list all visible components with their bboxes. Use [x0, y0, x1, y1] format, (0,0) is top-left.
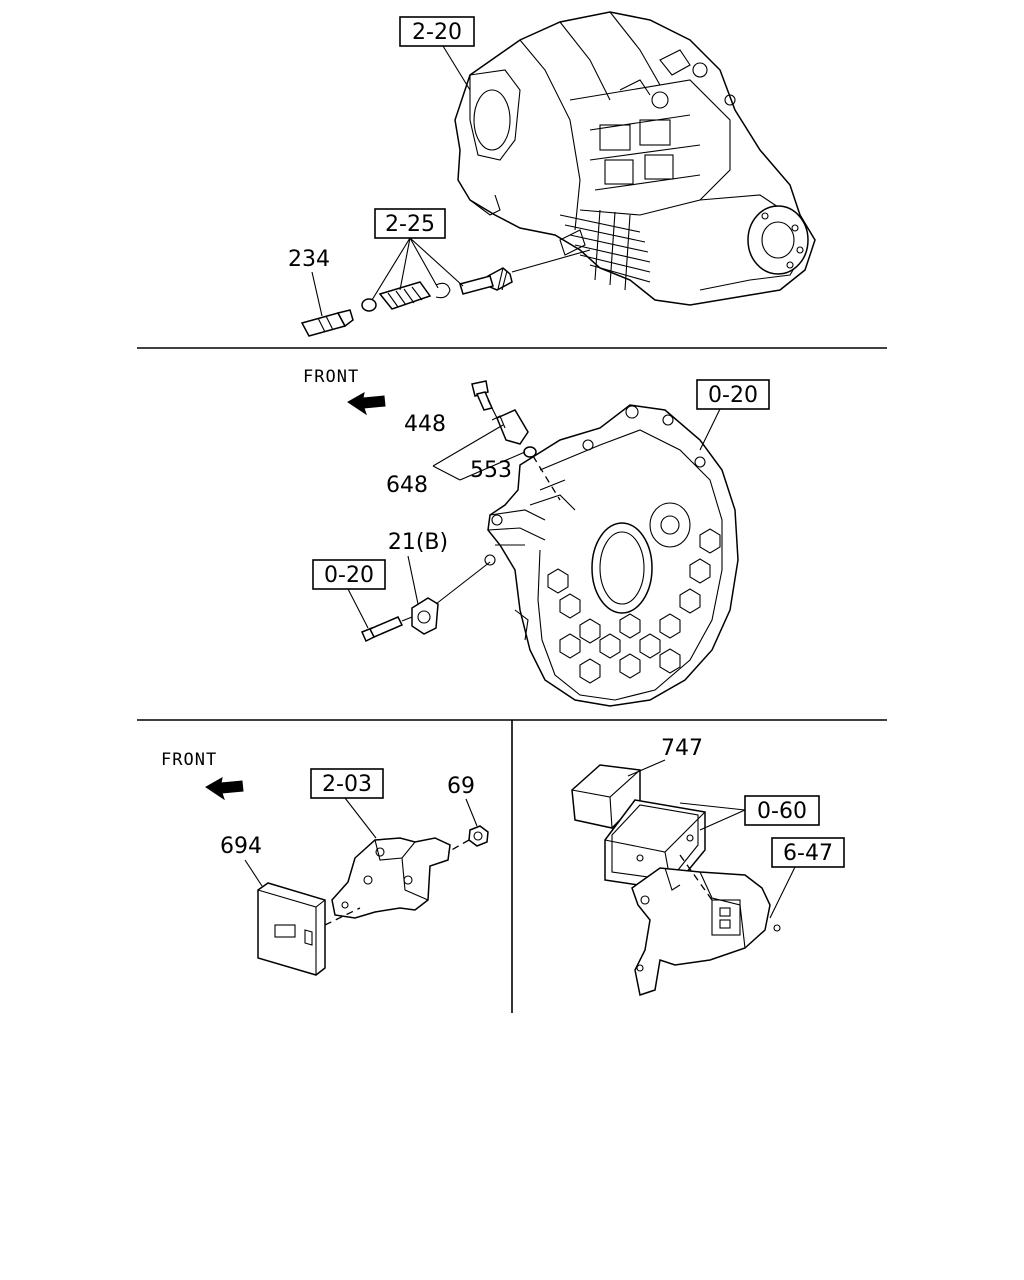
leader-69 — [465, 798, 478, 827]
leader-234 — [311, 271, 323, 317]
part-234-label[interactable]: 234 — [288, 247, 330, 272]
flywheel-housing-drawing — [484, 404, 739, 707]
part-747-label[interactable]: 747 — [661, 736, 703, 761]
ref-bracket-6-47-text: 6-47 — [783, 841, 833, 866]
nut-69-drawing — [468, 825, 489, 847]
ref-flywheel-housing-text: 0-20 — [708, 383, 758, 408]
label-0-20-bolt[interactable]: 0-20 — [312, 559, 386, 590]
label-6-47[interactable]: 6-47 — [771, 837, 845, 868]
leader-747 — [627, 759, 666, 777]
bracket-21b-drawing — [360, 561, 491, 643]
leader-6-47 — [769, 866, 796, 919]
speed-sensor-assembly — [300, 249, 591, 337]
leader-2-20 — [442, 45, 471, 91]
front-indicator-bottom: FRONT — [161, 750, 244, 801]
leaders-2-25 — [371, 237, 464, 301]
ref-speed-sensor-kit-text: 2-25 — [385, 212, 435, 237]
part-648-label[interactable]: 648 — [386, 473, 428, 498]
ref-bracket-text: 2-03 — [322, 772, 372, 797]
control-unit-694-drawing — [257, 882, 361, 976]
leaders-648 — [432, 424, 526, 481]
front-arrow-icon — [347, 392, 386, 416]
part-694-label[interactable]: 694 — [220, 834, 262, 859]
crank-sensor-assembly — [471, 380, 561, 501]
label-2-03[interactable]: 2-03 — [310, 768, 384, 799]
front-indicator-middle: FRONT — [303, 367, 386, 416]
leader-2-03 — [344, 797, 377, 839]
control-module-0-60-drawing — [604, 799, 706, 891]
label-2-25[interactable]: 2-25 — [374, 208, 446, 239]
bracket-6-47-drawing — [631, 854, 781, 996]
front-label-bottom: FRONT — [161, 750, 217, 770]
leader-0-20-housing — [699, 408, 721, 451]
part-69-label[interactable]: 69 — [447, 774, 475, 799]
leaders-0-60 — [679, 802, 746, 831]
leader-0-20-bolt — [347, 588, 369, 629]
cover-747-drawing — [571, 764, 641, 829]
transmission-drawing — [454, 11, 816, 306]
label-0-60[interactable]: 0-60 — [744, 795, 820, 826]
leader-21b — [407, 555, 419, 605]
ref-control-module-text: 0-60 — [757, 799, 807, 824]
bracket-2-03-drawing — [331, 837, 451, 919]
leader-694 — [244, 859, 263, 887]
leader-nut-bracket — [447, 839, 470, 853]
ref-transmission-text: 2-20 — [412, 20, 462, 45]
ref-bolt-text: 0-20 — [324, 563, 374, 588]
part-448-label[interactable]: 448 — [404, 412, 446, 437]
front-arrow-icon — [205, 777, 244, 801]
front-label-middle: FRONT — [303, 367, 359, 387]
label-2-20[interactable]: 2-20 — [399, 16, 475, 47]
part-553-label[interactable]: 553 — [470, 458, 512, 483]
label-0-20-housing[interactable]: 0-20 — [696, 379, 770, 410]
part-21b-label[interactable]: 21(B) — [388, 530, 448, 555]
